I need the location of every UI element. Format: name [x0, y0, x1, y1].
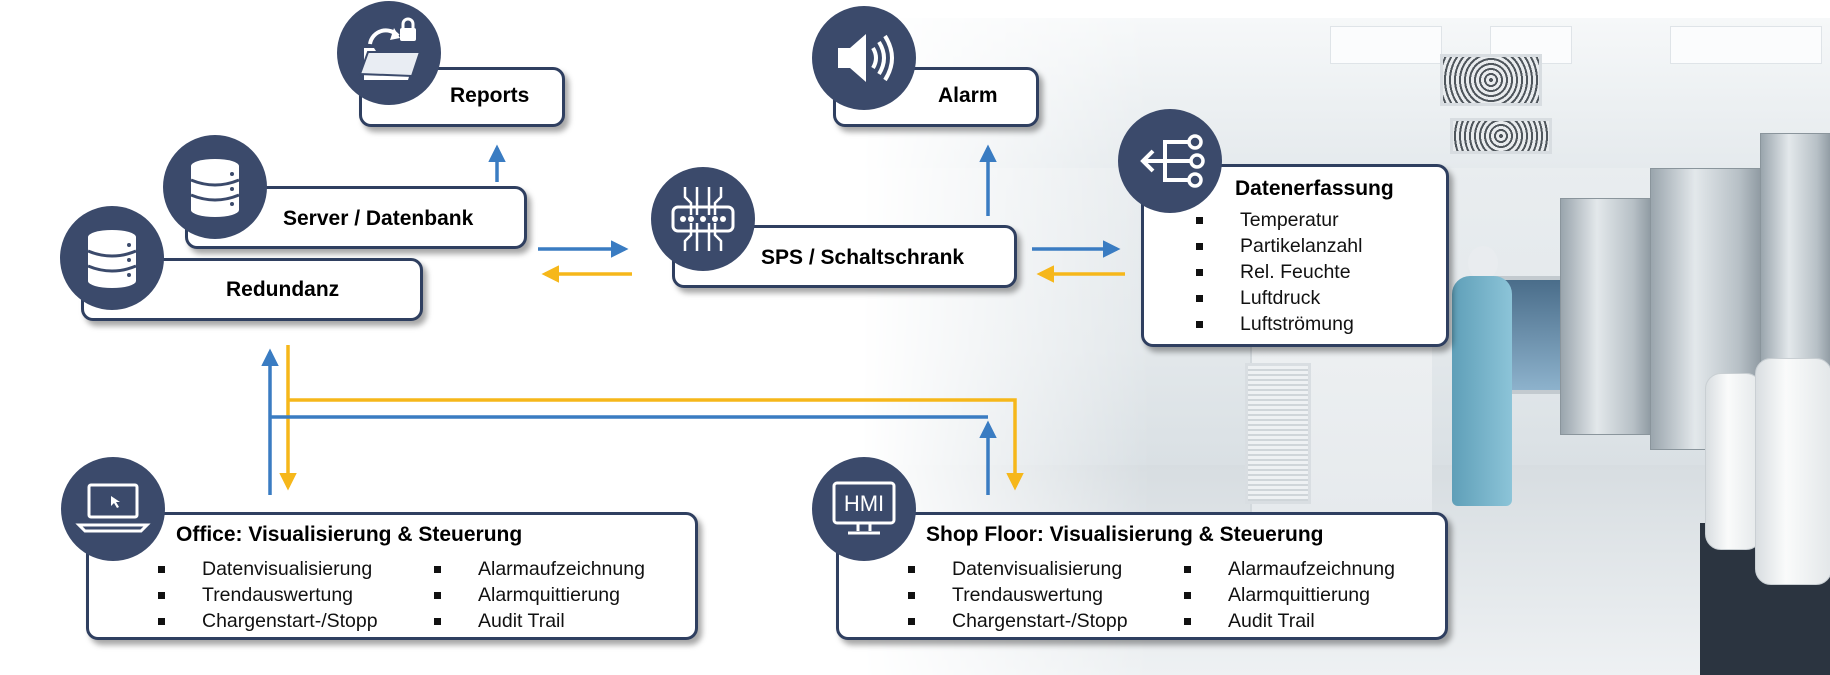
photo-person	[1452, 276, 1512, 506]
list-item: Chargenstart-/Stopp	[158, 608, 378, 634]
list-item: Datenvisualisierung	[908, 556, 1128, 582]
shopfloor-features-col2: Alarmaufzeichnung Alarmquittierung Audit…	[1184, 556, 1395, 634]
list-item: Luftdruck	[1196, 285, 1362, 311]
sps-label: SPS / Schaltschrank	[761, 246, 965, 269]
list-item: Alarmquittierung	[1184, 582, 1395, 608]
reports-label: Reports	[450, 84, 530, 107]
photo-machine	[1560, 198, 1652, 435]
office-box: Office: Visualisierung & Steuerung Daten…	[86, 512, 698, 640]
list-item: Datenvisualisierung	[158, 556, 378, 582]
office-features-col1: Datenvisualisierung Trendauswertung Char…	[158, 556, 378, 634]
list-item: Alarmaufzeichnung	[434, 556, 645, 582]
datenerfassung-list: Temperatur Partikelanzahl Rel. Feuchte L…	[1196, 207, 1362, 337]
database-icon	[60, 206, 164, 310]
shopfloor-features-col1: Datenvisualisierung Trendauswertung Char…	[908, 556, 1128, 634]
photo-ceiling-light	[1670, 26, 1822, 64]
list-item: Rel. Feuchte	[1196, 259, 1362, 285]
hmi-monitor-icon: HMI	[812, 457, 916, 561]
shopfloor-box: Shop Floor: Visualisierung & Steuerung D…	[836, 512, 1448, 640]
photo-drum	[1705, 373, 1762, 550]
speaker-icon	[812, 6, 916, 110]
list-item: Audit Trail	[1184, 608, 1395, 634]
laptop-icon	[61, 457, 165, 561]
alarm-label: Alarm	[938, 84, 998, 107]
datenerfassung-label: Datenerfassung	[1235, 177, 1394, 200]
photo-ceiling-light	[1330, 26, 1442, 64]
shopfloor-label: Shop Floor: Visualisierung & Steuerung	[926, 523, 1324, 546]
hmi-icon-text: HMI	[844, 491, 884, 516]
circuit-board-icon	[651, 167, 755, 271]
folder-lock-icon	[337, 1, 441, 105]
list-item: Temperatur	[1196, 207, 1362, 233]
database-icon	[163, 135, 267, 239]
office-features-col2: Alarmaufzeichnung Alarmquittierung Audit…	[434, 556, 645, 634]
datenerfassung-box: Datenerfassung Temperatur Partikelanzahl…	[1141, 164, 1449, 347]
photo-drum	[1755, 358, 1830, 585]
photo-wall-grille	[1245, 363, 1311, 504]
office-label: Office: Visualisierung & Steuerung	[176, 523, 523, 546]
photo-ceiling-vent	[1450, 118, 1552, 154]
list-item: Audit Trail	[434, 608, 645, 634]
list-item: Partikelanzahl	[1196, 233, 1362, 259]
arrow-to-shopfloor	[288, 398, 1024, 491]
photo-person-head	[1468, 246, 1498, 280]
server-label: Server / Datenbank	[283, 207, 474, 230]
list-item: Trendauswertung	[908, 582, 1128, 608]
list-item: Trendauswertung	[158, 582, 378, 608]
redundanz-label: Redundanz	[226, 278, 340, 301]
sensor-branch-icon	[1118, 109, 1222, 213]
list-item: Alarmquittierung	[434, 582, 645, 608]
cleanroom-photo	[860, 18, 1830, 675]
photo-ceiling-vent	[1440, 54, 1542, 106]
list-item: Chargenstart-/Stopp	[908, 608, 1128, 634]
list-item: Luftströmung	[1196, 311, 1362, 337]
list-item: Alarmaufzeichnung	[1184, 556, 1395, 582]
